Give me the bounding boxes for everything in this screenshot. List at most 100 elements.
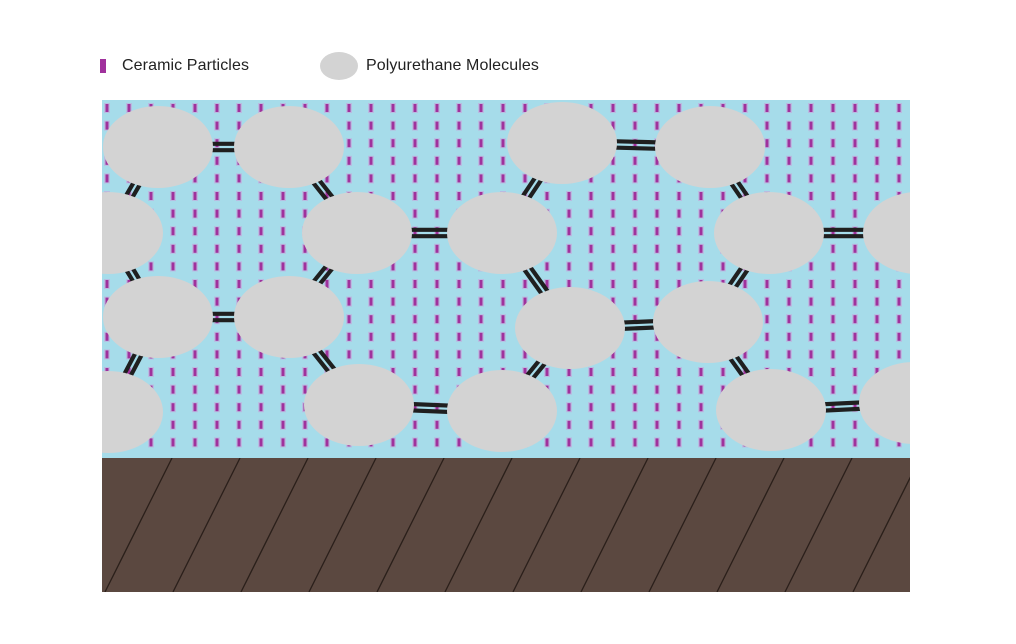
ceramic-particle <box>369 121 373 130</box>
substrate-hatching <box>104 458 988 592</box>
ceramic-particle <box>721 262 725 271</box>
polyurethane-molecule <box>102 371 163 453</box>
ceramic-particle <box>413 438 417 447</box>
ceramic-particle <box>809 332 813 341</box>
ceramic-particle <box>589 420 593 429</box>
ceramic-particle <box>853 121 857 130</box>
ceramic-particle <box>193 209 197 218</box>
ceramic-particle <box>831 139 835 148</box>
ceramic-particle <box>677 368 681 376</box>
ceramic-particle <box>655 262 659 271</box>
ceramic-particle <box>501 280 505 288</box>
ceramic-particle <box>633 192 637 200</box>
ceramic-particle <box>215 104 219 112</box>
ceramic-particle <box>523 297 527 306</box>
ceramic-particle <box>655 192 659 200</box>
ceramic-particle <box>391 297 395 306</box>
ceramic-particle <box>787 315 791 324</box>
ceramic-particle <box>281 244 285 253</box>
ceramic-particle <box>875 192 879 200</box>
ceramic-particle <box>523 280 527 288</box>
ceramic-particle <box>567 192 571 200</box>
ceramic-particle <box>193 192 197 200</box>
ceramic-particle <box>853 104 857 112</box>
polyurethane-molecule <box>102 192 163 274</box>
ceramic-particle <box>655 244 659 253</box>
ceramic-particle <box>875 156 879 165</box>
ceramic-particle <box>193 368 197 376</box>
substrate-hatch-line <box>580 458 649 592</box>
ceramic-particle <box>655 227 659 236</box>
ceramic-particle <box>435 315 439 324</box>
ceramic-particle <box>897 332 901 341</box>
ceramic-particle <box>787 297 791 306</box>
ceramic-particle <box>237 420 241 429</box>
ceramic-particle <box>303 385 307 394</box>
ceramic-particle <box>611 104 615 112</box>
ceramic-particle <box>853 332 857 341</box>
legend-item-ceramic-particles: Ceramic Particles <box>100 50 249 82</box>
ceramic-particle <box>897 280 901 288</box>
ceramic-particle <box>457 139 461 148</box>
ceramic-particle <box>831 403 835 412</box>
ceramic-particle <box>831 280 835 288</box>
ceramic-particle <box>853 420 857 429</box>
ceramic-particle <box>479 368 483 376</box>
ceramic-particle <box>809 104 813 112</box>
ceramic-particle <box>413 297 417 306</box>
ceramic-particle <box>831 438 835 447</box>
ceramic-particle <box>611 438 615 447</box>
ceramic-particle <box>237 244 241 253</box>
ceramic-particle <box>875 174 879 183</box>
ceramic-particle <box>171 192 175 200</box>
polyurethane-molecules <box>102 102 910 453</box>
ceramic-particle <box>281 368 285 376</box>
polyurethane-molecule <box>714 192 824 274</box>
ceramic-particle <box>809 139 813 148</box>
ceramic-particle <box>391 280 395 288</box>
ceramic-particle <box>765 297 769 306</box>
polyurethane-molecule-icon <box>320 52 358 80</box>
substrate-hatch-line <box>921 458 988 592</box>
ceramic-particle <box>633 420 637 429</box>
polyurethane-molecule <box>655 106 765 188</box>
ceramic-particle <box>853 262 857 271</box>
ceramic-particle <box>699 227 703 236</box>
ceramic-particle <box>237 350 241 359</box>
ceramic-particle <box>435 209 439 218</box>
ceramic-particle <box>479 350 483 359</box>
ceramic-particle <box>171 438 175 447</box>
ceramic-particle <box>545 192 549 200</box>
ceramic-particle <box>171 368 175 376</box>
ceramic-particle <box>809 438 813 447</box>
ceramic-particle <box>303 438 307 447</box>
ceramic-particle <box>853 156 857 165</box>
ceramic-particle <box>677 262 681 271</box>
ceramic-particle <box>677 209 681 218</box>
polyurethane-molecule <box>863 192 910 274</box>
ceramic-particle <box>347 332 351 341</box>
ceramic-particle <box>831 297 835 306</box>
ceramic-particle <box>479 332 483 341</box>
ceramic-particle <box>457 368 461 376</box>
ceramic-particle <box>435 280 439 288</box>
ceramic-particle <box>831 121 835 130</box>
ceramic-particle <box>457 350 461 359</box>
ceramic-particle <box>875 332 879 341</box>
substrate-hatch-line <box>648 458 717 592</box>
substrate-layer <box>102 458 988 592</box>
ceramic-particle <box>127 104 131 112</box>
ceramic-particle <box>413 209 417 218</box>
ceramic-particle <box>501 139 505 148</box>
ceramic-particle <box>831 420 835 429</box>
ceramic-particle <box>655 385 659 394</box>
ceramic-particle <box>325 438 329 447</box>
ceramic-particle <box>875 368 879 376</box>
ceramic-particle <box>127 350 131 359</box>
ceramic-particle <box>787 121 791 130</box>
ceramic-particle <box>215 121 219 130</box>
ceramic-particle <box>633 350 637 359</box>
ceramic-particle <box>809 368 813 376</box>
ceramic-particle <box>523 174 527 183</box>
ceramic-particle <box>457 297 461 306</box>
